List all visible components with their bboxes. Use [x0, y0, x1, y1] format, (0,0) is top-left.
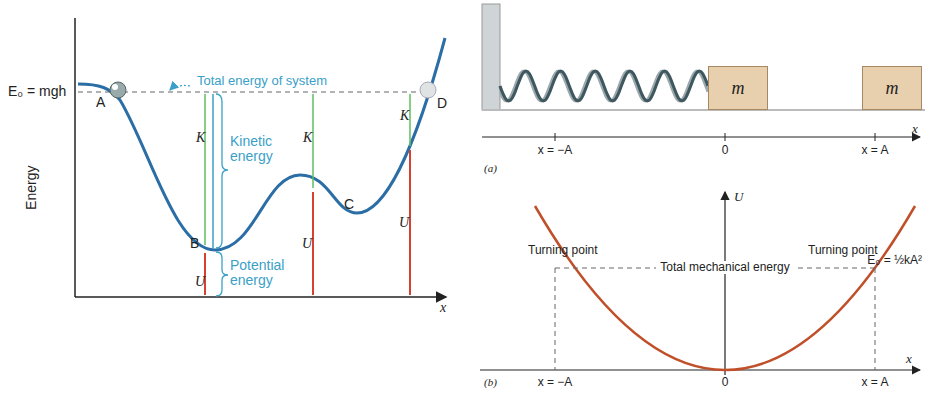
- mass-block: m: [708, 66, 768, 110]
- callout: Turning point: [808, 244, 878, 257]
- energy-level: E₀ = ½kA²: [867, 254, 922, 267]
- brace-label: Kinetic energy: [230, 134, 300, 165]
- axis-label: x: [440, 300, 446, 315]
- brace-label: Potential energy: [230, 258, 300, 289]
- energy-symbol: U: [302, 236, 312, 251]
- panel-label: (a): [484, 162, 497, 174]
- energy-level: Total mechanical energy: [656, 261, 793, 274]
- energy-symbol: K: [196, 130, 205, 145]
- axis-label: U: [734, 190, 743, 204]
- energy-symbol: U: [195, 274, 205, 289]
- tick-label: 0: [722, 144, 729, 157]
- energy-level: E₀ = mgh: [8, 84, 66, 99]
- energy-symbol: K: [303, 130, 312, 145]
- tick-label: x = A: [861, 376, 888, 389]
- point-label: C: [344, 197, 354, 212]
- tick-label: 0: [722, 376, 729, 389]
- mass-block: m: [862, 66, 922, 110]
- point-label: B: [190, 236, 199, 251]
- panel-label: (b): [484, 376, 497, 388]
- axis-label: x: [906, 352, 912, 366]
- tick-label: x = −A: [538, 376, 573, 389]
- mass-label: m: [732, 78, 745, 99]
- mass-label: m: [886, 78, 899, 99]
- tick-label: x = A: [861, 144, 888, 157]
- axis-title: Energy: [24, 166, 39, 210]
- point-label: D: [437, 96, 447, 111]
- callout: Turning point: [528, 244, 598, 257]
- tick-label: x = −A: [538, 144, 573, 157]
- callout: Total energy of system: [197, 74, 327, 88]
- axis-label: x: [912, 122, 918, 136]
- point-label: A: [96, 95, 105, 110]
- energy-symbol: K: [400, 108, 409, 123]
- energy-symbol: U: [399, 215, 409, 230]
